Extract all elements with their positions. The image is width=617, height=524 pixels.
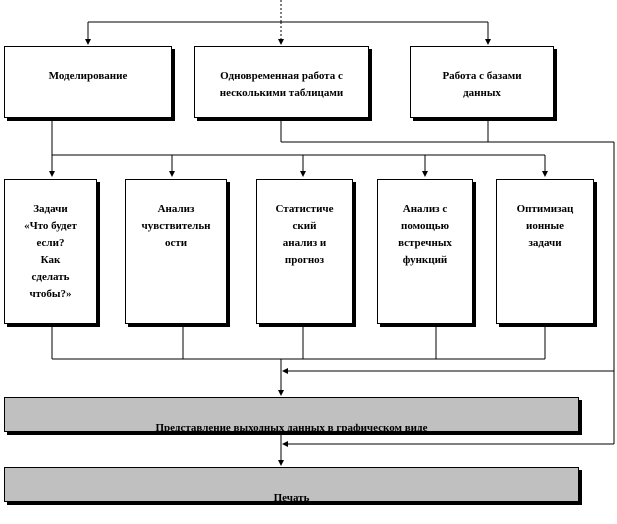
box-modeling: Моделирование — [4, 46, 172, 118]
box-what-if: Задачи «Что будет если? Как сделать чтоб… — [4, 179, 97, 324]
box-print: Печать — [4, 467, 579, 504]
box-counter-functions-label: Анализ с помощью встречных функций — [398, 203, 452, 266]
box-statistics-label: Статистиче ский анализ и прогноз — [275, 203, 334, 266]
box-modeling-label: Моделирование — [48, 70, 128, 82]
box-what-if-label: Задачи «Что будет если? Как сделать чтоб… — [24, 203, 77, 300]
box-sensitivity: Анализ чувствительн ости — [125, 179, 227, 324]
box-statistics: Статистиче ский анализ и прогноз — [256, 179, 353, 324]
box-multi-table: Одновременная работа с несколькими табли… — [194, 46, 369, 118]
box-counter-functions: Анализ с помощью встречных функций — [377, 179, 473, 324]
box-optimization-label: Оптимизац ионные задачи — [516, 203, 574, 249]
box-graphical-output: Представление выходных данных в графичес… — [4, 397, 579, 434]
connector-lines — [49, 0, 615, 466]
box-print-label: Печать — [273, 492, 310, 504]
box-optimization: Оптимизац ионные задачи — [496, 179, 594, 324]
box-databases-label: Работа с базами данных — [442, 70, 522, 99]
box-graphical-output-label: Представление выходных данных в графичес… — [155, 422, 428, 434]
box-sensitivity-label: Анализ чувствительн ости — [141, 203, 211, 249]
box-multi-table-label: Одновременная работа с несколькими табли… — [219, 70, 344, 99]
box-databases: Работа с базами данных — [410, 46, 554, 118]
